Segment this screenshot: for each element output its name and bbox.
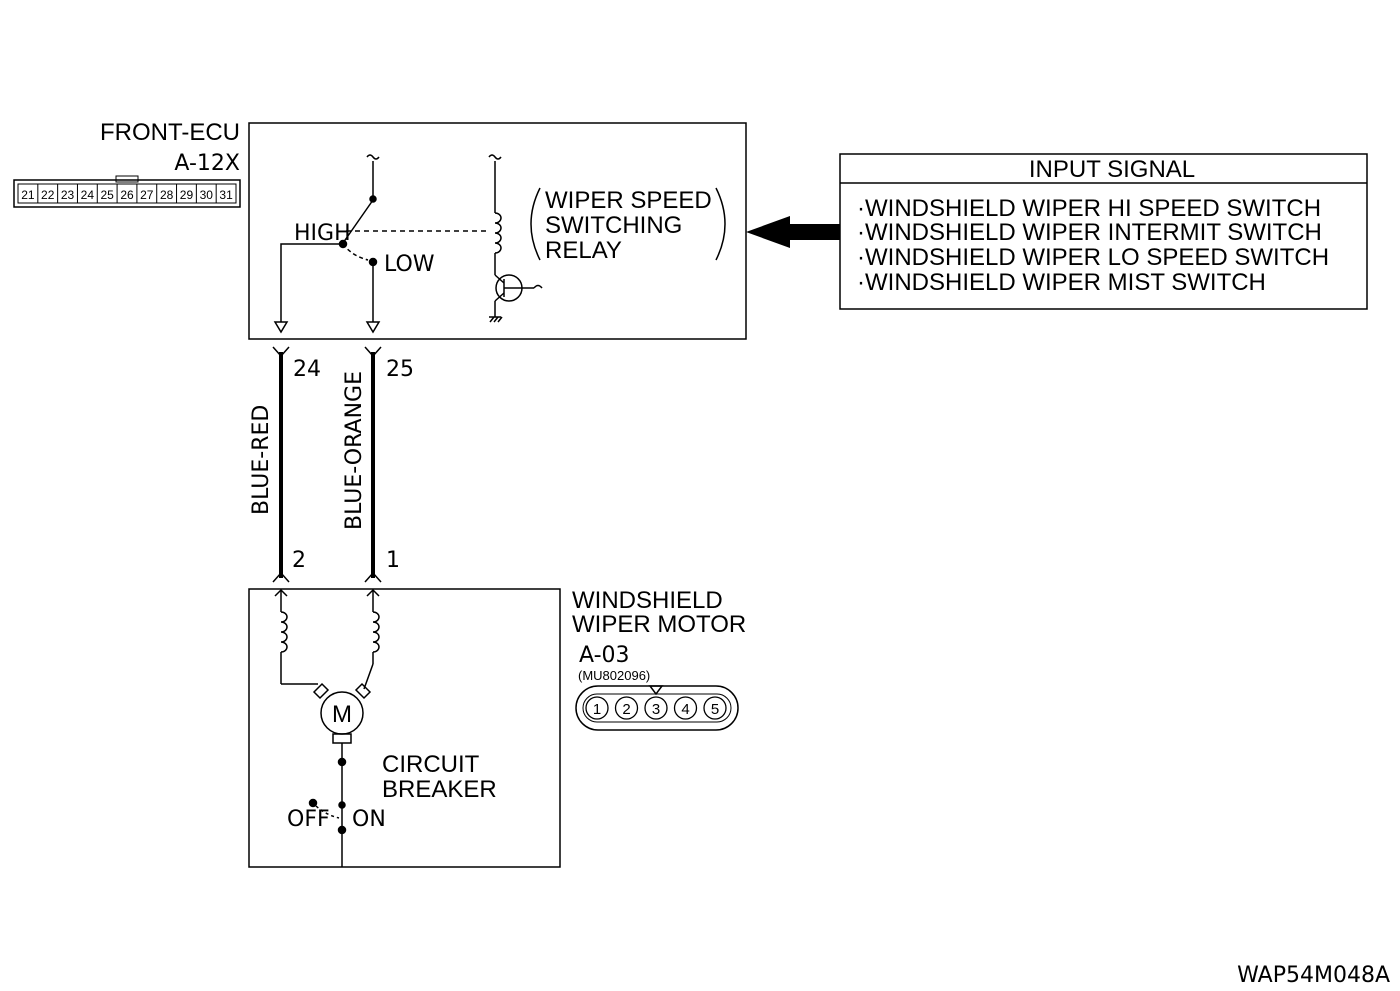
motor-connector-pin-ring: [585, 696, 609, 720]
relay-transistor-icon: [489, 274, 543, 323]
motor-connector-pin-ring: [644, 696, 668, 720]
wire-color-blue-orange: BLUE-ORANGE: [342, 371, 367, 530]
motor-connector-pin-ring: [614, 696, 639, 720]
breaker-off-label: OFF: [287, 807, 330, 832]
input-signal-title: INPUT SIGNAL: [1029, 156, 1195, 183]
input-signal-item: ·WINDSHIELD WIPER MIST SWITCH: [857, 269, 1266, 296]
motor-pin-1: 1: [386, 548, 400, 573]
motor-connector-pin: 4: [681, 701, 689, 718]
relay-switch: [273, 154, 486, 334]
ecu-connector-pin: 27: [140, 188, 154, 202]
low-label: LOW: [384, 252, 435, 277]
circuit-breaker-line-2: BREAKER: [382, 776, 497, 803]
ecu-connector-pin: 25: [101, 188, 115, 202]
motor-connector-pin-ring: [703, 696, 727, 720]
ecu-connector-face: 21 22 23 24 25 26 27 28 29 30 31: [13, 175, 241, 208]
breaker-on-label: ON: [352, 807, 386, 832]
relay-title-line-3: RELAY: [545, 237, 622, 264]
circuit-breaker-line-1: CIRCUIT: [382, 751, 480, 778]
ecu-connector-pin: 21: [21, 188, 35, 202]
ecu-connector-pin: 24: [81, 188, 95, 202]
front-ecu-box: [248, 122, 747, 340]
motor-name-line-1: WINDSHIELD: [572, 587, 723, 614]
input-signal-arrow-icon: [746, 216, 840, 248]
ecu-connector-pin: 23: [61, 188, 75, 202]
motor-connector-pin: 1: [593, 701, 601, 718]
figure-code: WAP54M048A: [1237, 963, 1390, 988]
input-signal-item: ·WINDSHIELD WIPER INTERMIT SWITCH: [857, 219, 1322, 246]
relay-label-paren-right: [715, 187, 726, 261]
ecu-connector-pin: 26: [120, 188, 134, 202]
ecu-pin-24: 24: [293, 357, 321, 382]
motor-connector-label: A-03: [579, 643, 630, 668]
wiper-motor-box: [248, 588, 561, 868]
relay-label-paren-left: [530, 187, 541, 261]
motor-connector-pin: 3: [652, 701, 660, 718]
motor-field-coils: [274, 588, 380, 690]
motor-name-line-2: WIPER MOTOR: [572, 611, 746, 638]
ecu-connector-pin: 30: [200, 188, 214, 202]
motor-part-number: (MU802096): [578, 668, 650, 683]
ecu-connector-pin: 31: [219, 188, 233, 202]
ecu-pin-25: 25: [386, 357, 414, 382]
motor-symbol: M: [332, 701, 352, 728]
ecu-connector-pin: 29: [180, 188, 194, 202]
relay-coil-icon: [488, 154, 502, 275]
input-signal-item: ·WINDSHIELD WIPER HI SPEED SWITCH: [857, 195, 1321, 222]
circuit-breaker-icon: [308, 757, 347, 835]
ecu-connector-pin: 22: [41, 188, 55, 202]
motor-pin-2: 2: [292, 548, 306, 573]
ecu-name: FRONT-ECU: [100, 119, 240, 146]
motor-connector-pin: 5: [711, 701, 719, 718]
ecu-connector-label: A-12X: [174, 151, 240, 176]
high-label: HIGH: [294, 221, 351, 246]
motor-connector-pin-ring: [673, 696, 698, 720]
wire-blue-red: [272, 346, 290, 583]
motor-connector-face: 1 2 3 4 5: [575, 685, 739, 731]
motor-connector-pin: 2: [622, 701, 630, 718]
relay-title-line-1: WIPER SPEED: [545, 187, 712, 214]
wire-color-blue-red: BLUE-RED: [249, 405, 274, 515]
relay-title-line-2: SWITCHING: [545, 212, 682, 239]
input-signal-item: ·WINDSHIELD WIPER LO SPEED SWITCH: [857, 244, 1329, 271]
wire-blue-orange: [364, 346, 382, 583]
ecu-connector-pin: 28: [160, 188, 174, 202]
